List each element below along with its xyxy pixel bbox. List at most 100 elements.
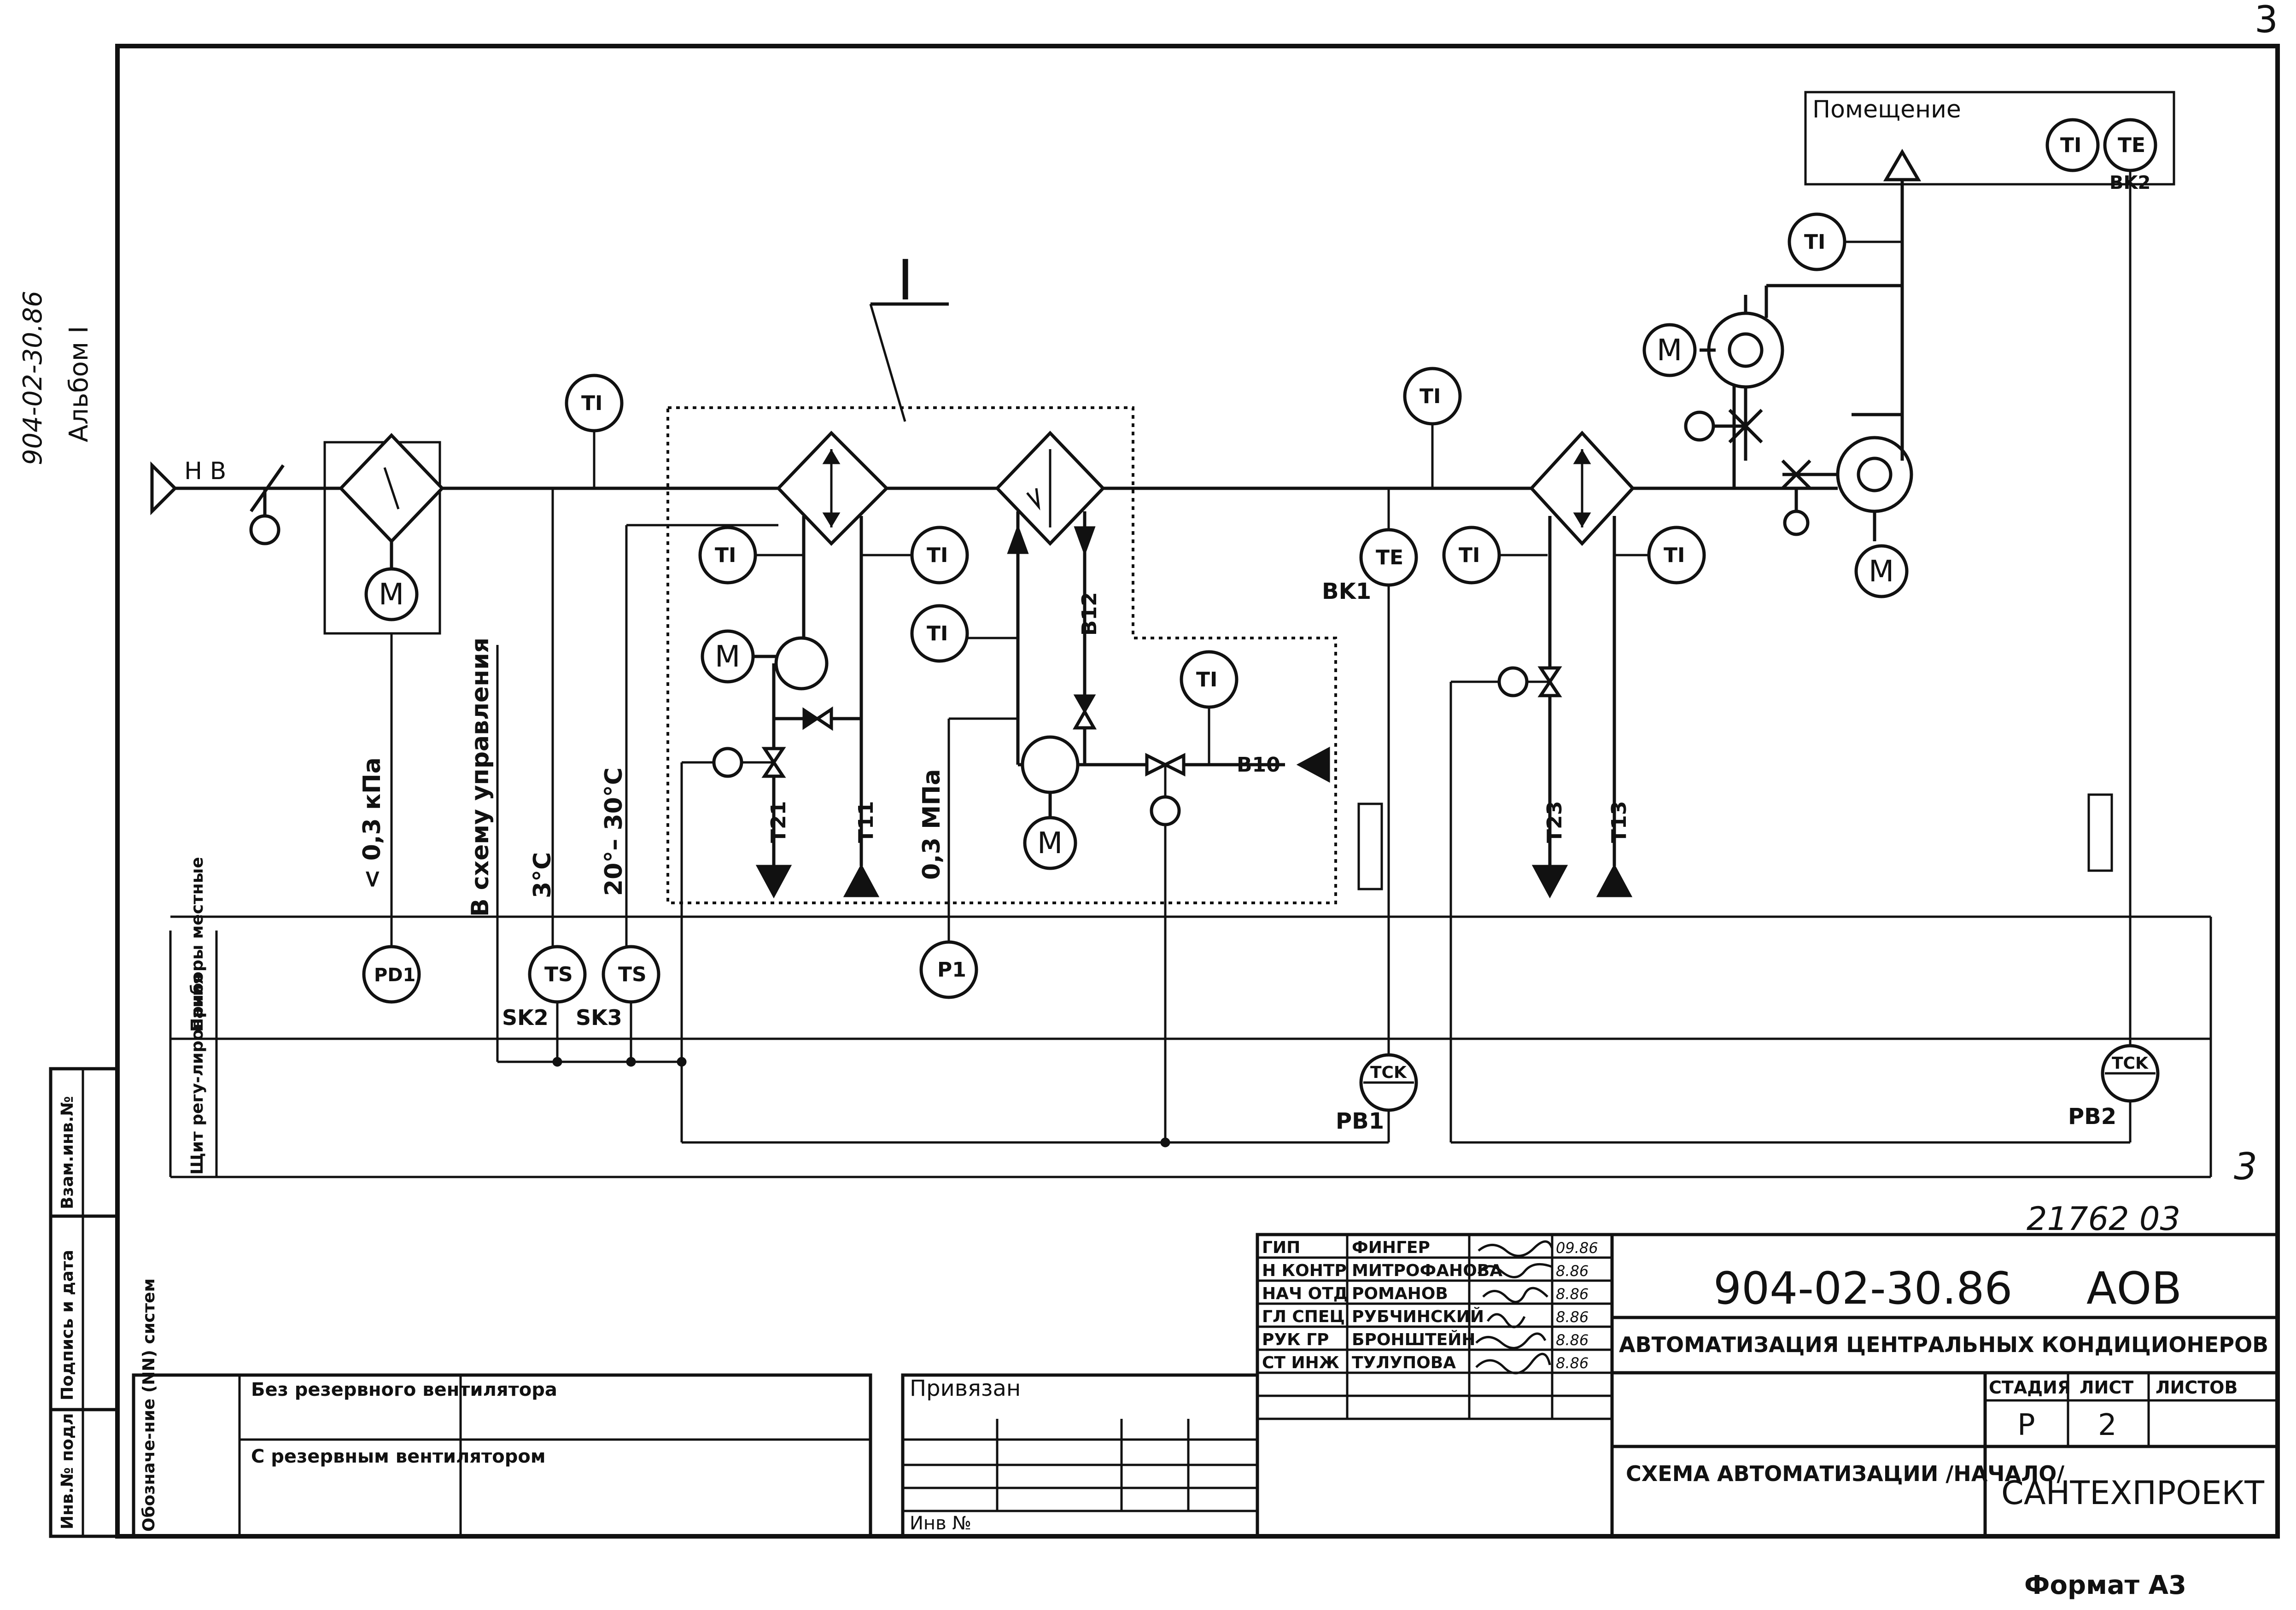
stamp-date: 09.86	[1556, 1239, 1598, 1257]
organization: САНТЕХПРОЕКТ	[2001, 1474, 2264, 1512]
sheet-header: ЛИСТ	[2080, 1377, 2133, 1398]
sheet-bottom-number: 3	[2234, 1145, 2257, 1188]
pressure-mpa-note: 0,3 МПа	[918, 769, 946, 880]
callout-label: I	[897, 249, 913, 313]
margin-stamp: Инв.№ подл Подпись и дата Взам.инв.№	[49, 1067, 119, 1538]
ti-label: TI	[1459, 544, 1480, 567]
sheets-header: ЛИСТОВ	[2156, 1377, 2238, 1398]
group-i-boundary	[666, 406, 1337, 904]
te-label: TE	[1376, 546, 1403, 569]
stamp-name: ФИНГЕР	[1352, 1238, 1430, 1257]
stamp-date: 8.86	[1556, 1308, 1589, 1326]
control-valve	[1537, 666, 1562, 685]
tag-sk2: SK2	[502, 1005, 549, 1030]
air-filter: M	[323, 433, 444, 949]
stage-header: СТАДИЯ	[1989, 1377, 2071, 1398]
air-cooler	[1529, 430, 1635, 546]
ti-label: TI	[715, 544, 736, 567]
valve-actuator	[1150, 795, 1181, 826]
instrument-table	[169, 915, 2212, 1178]
valve-actuator	[1497, 666, 1529, 697]
margin-sign: Подпись и дата	[58, 1250, 77, 1400]
system-table	[132, 1373, 872, 1538]
stamp-role: ГЛ СПЕЦ	[1262, 1307, 1345, 1326]
stamp-role: РУК ГР	[1262, 1330, 1329, 1349]
project-title: АВТОМАТИЗАЦИЯ ЦЕНТРАЛЬНЫХ КОНДИЦИОНЕРОВ	[1619, 1332, 2268, 1357]
reserve-fan: M	[1781, 413, 1913, 598]
sensor-mount	[1357, 802, 1383, 890]
sheet-format: Формат А3	[2024, 1570, 2186, 1600]
supply-arrow	[1296, 746, 1330, 783]
pressure-note: < 0,3 кПа	[358, 757, 386, 889]
outside-air-label: Н В	[184, 457, 226, 485]
te-label: TE	[2118, 134, 2145, 157]
p1-instrument	[919, 940, 978, 999]
supply-arrow	[1596, 863, 1633, 897]
to-control-note: В схему управления	[467, 638, 494, 917]
stamp-date: 8.86	[1556, 1331, 1589, 1349]
pd1-instrument	[362, 945, 421, 1004]
stamp-name: БРОНШТЕЙН	[1352, 1330, 1475, 1349]
p1-label: P1	[937, 958, 966, 982]
pump-motor	[1023, 816, 1077, 870]
room-supply-arrow	[1883, 149, 1922, 181]
sensor-mount	[2087, 793, 2113, 872]
tag-sk3: SK3	[576, 1005, 622, 1030]
tag-pb2: PB2	[2068, 1104, 2116, 1130]
room-box	[1804, 91, 2175, 186]
ti-label: TI	[1196, 668, 1217, 691]
circulation-pump	[1021, 735, 1080, 794]
motor-label: M	[1037, 826, 1063, 861]
ti-label: TI	[927, 622, 948, 645]
motor-label: M	[715, 640, 740, 674]
supply-fan: M	[1642, 284, 1902, 488]
pipe-b10: B10	[1237, 753, 1280, 777]
sheet-corner-number: 3	[2255, 0, 2278, 41]
air-heater-2	[995, 430, 1105, 546]
ti-instrument	[565, 374, 624, 433]
ti-label: TI	[1420, 385, 1441, 408]
stamp-name: ТУЛУПОВА	[1352, 1353, 1456, 1372]
ti-label: TI	[1664, 544, 1685, 567]
stamp-role: СТ ИНЖ	[1262, 1353, 1339, 1372]
side-album: Альбом I	[64, 326, 94, 442]
ti-instrument	[2045, 118, 2100, 172]
system-table-header: Обозначе-ние (NN) систем	[140, 1278, 158, 1532]
tck-label: TCK	[2112, 1054, 2149, 1073]
filter-motor-label: M	[379, 578, 404, 612]
system-row-2: С резервным вентилятором	[251, 1446, 546, 1467]
stamp-date: 8.86	[1556, 1354, 1589, 1372]
valve-actuator	[712, 747, 743, 778]
check-valve	[1073, 694, 1096, 714]
margin-replace: Взам.инв.№	[58, 1096, 77, 1209]
tck-label: TCK	[1370, 1063, 1407, 1082]
return-arrow	[1531, 865, 1568, 899]
binding-block	[901, 1373, 1259, 1538]
system-row-1: Без резервного вентилятора	[251, 1379, 557, 1400]
signatures	[1475, 1240, 1554, 1375]
stamp-date: 8.86	[1556, 1262, 1589, 1280]
ts-label: TS	[544, 963, 573, 986]
row-local-label: Приборы местные	[188, 857, 207, 1032]
pipe-t23: T23	[1543, 801, 1566, 843]
stamp-role: Н КОНТР	[1262, 1261, 1347, 1280]
pd1-label: PD1	[374, 965, 415, 986]
binding-tied: Привязан	[910, 1376, 1021, 1401]
control-valve	[761, 747, 786, 766]
ti-label: TI	[1804, 230, 1825, 254]
binding-inv: Инв №	[910, 1513, 971, 1534]
pipe-t21: T21	[767, 801, 790, 843]
handwritten-number: 21762 03	[2027, 1200, 2180, 1238]
stamp-date: 8.86	[1556, 1285, 1589, 1303]
three-way-valve	[1145, 753, 1169, 777]
stamp-name: МИТРОФАНОВА	[1352, 1261, 1502, 1280]
doc-number: 904-02-30.86	[1713, 1263, 2013, 1314]
return-arrow	[755, 865, 792, 899]
pipe-t11: T11	[854, 801, 878, 843]
doc-mark: АОВ	[2086, 1263, 2182, 1314]
air-heater-1	[776, 430, 889, 546]
title-stamp	[1256, 1233, 2279, 1538]
ti-label: TI	[581, 392, 602, 415]
motor-label: M	[1869, 555, 1894, 589]
